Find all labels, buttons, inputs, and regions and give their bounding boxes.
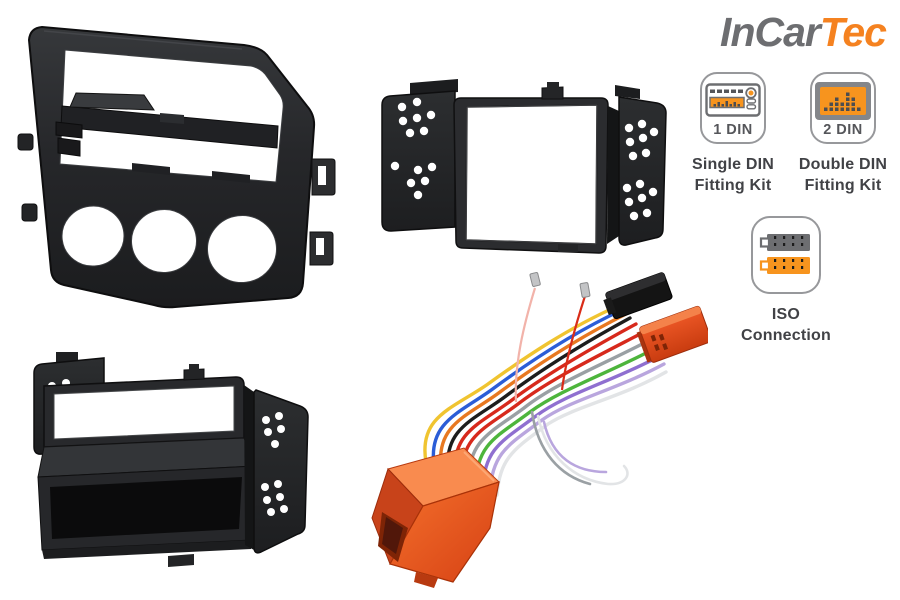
brand-logo: InCarTec <box>720 9 887 55</box>
double-din-icon: 2 DIN <box>810 72 876 144</box>
feature-single-din: 1 DIN Single DIN Fitting Kit <box>680 72 786 196</box>
double-din-label: Double DIN Fitting Kit <box>798 156 888 194</box>
feature-double-din: 2 DIN Double DIN Fitting Kit <box>790 72 896 196</box>
mazda-connector <box>371 447 500 588</box>
double-din-badge: 2 DIN <box>823 122 863 138</box>
crimp-terminals <box>529 272 591 298</box>
wiring-harness-svg <box>371 272 712 588</box>
iso-plug-icon <box>759 234 810 274</box>
single-din-pocket-svg <box>33 352 309 567</box>
wire-bundle <box>423 304 668 497</box>
feature-iso: ISO Connection <box>722 216 850 346</box>
wiring-harness-image <box>368 266 712 600</box>
din-aperture <box>53 385 235 440</box>
single-din-badge: 1 DIN <box>713 122 753 138</box>
brand-logo-tec: Tec <box>819 9 887 55</box>
single-din-pocket-image <box>18 344 348 594</box>
brand-logo-incar: InCar <box>720 9 821 55</box>
radio-face-icon <box>705 83 761 117</box>
single-din-icon: 1 DIN <box>700 72 766 144</box>
iso-black-connector <box>603 272 673 320</box>
iso-label: ISO Connection <box>741 306 831 344</box>
fascia-panel-image <box>8 14 358 324</box>
fascia-panel-svg <box>17 25 336 309</box>
dial-cutouts <box>61 205 277 284</box>
iso-orange-connector <box>636 305 712 363</box>
double-din-cage-svg <box>381 79 667 254</box>
screen-face-icon <box>815 82 871 120</box>
double-din-cage-image <box>362 76 687 271</box>
iso-connection-icon <box>751 216 821 294</box>
single-din-label: Single DIN Fitting Kit <box>691 156 774 194</box>
